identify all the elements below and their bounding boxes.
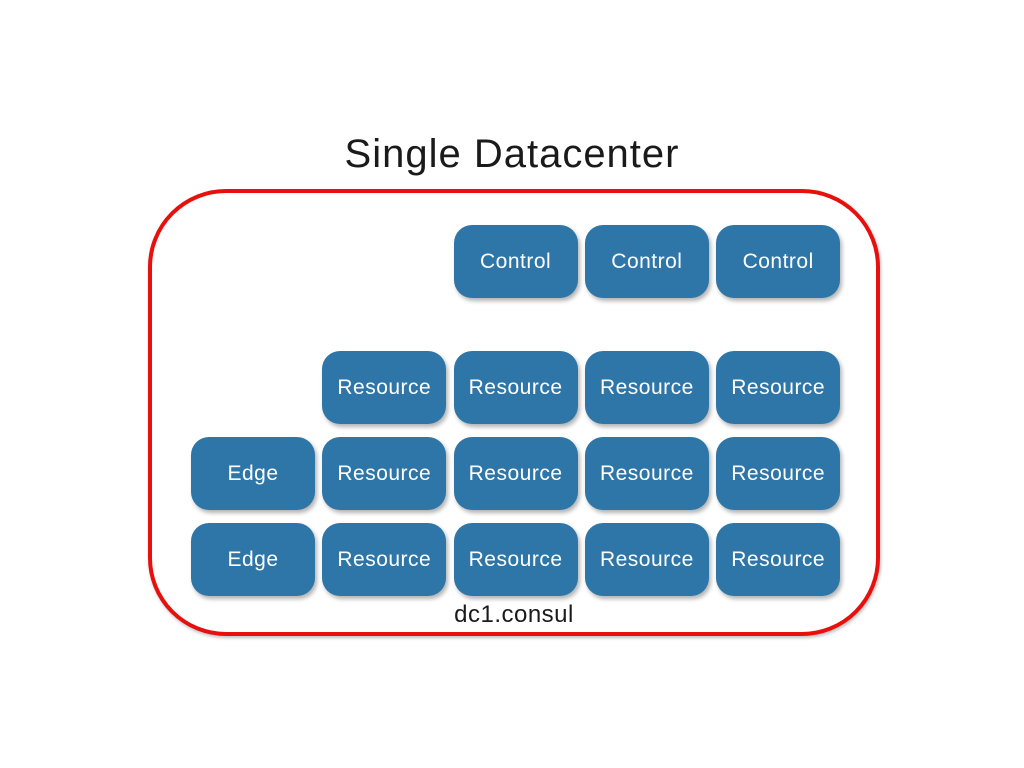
node-resource: Resource (322, 523, 447, 596)
node-resource: Resource (716, 437, 841, 510)
node-edge: Edge (191, 437, 315, 510)
node-control: Control (716, 225, 841, 298)
node-resource: Resource (584, 351, 709, 424)
node-control: Control (453, 225, 578, 298)
node-resource: Resource (453, 437, 578, 510)
node-resource: Resource (453, 523, 578, 596)
node-resource: Resource (584, 523, 709, 596)
datacenter-label: dc1.consul (454, 601, 574, 628)
node-resource: Resource (453, 351, 578, 424)
slide-title: Single Datacenter (344, 132, 680, 176)
node-resource: Resource (716, 523, 841, 596)
node-edge: Edge (191, 523, 315, 596)
node-resource: Resource (322, 437, 447, 510)
node-resource: Resource (584, 437, 709, 510)
node-resource: Resource (322, 351, 447, 424)
node-resource: Resource (716, 351, 841, 424)
node-control: Control (584, 225, 709, 298)
